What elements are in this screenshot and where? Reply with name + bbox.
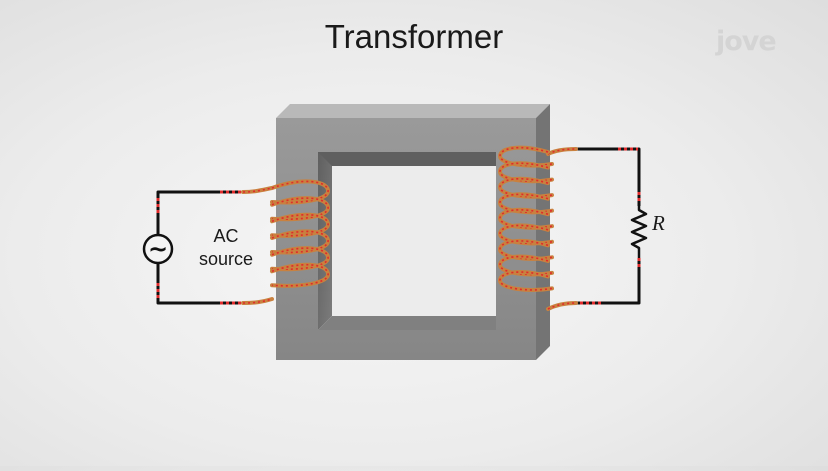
- core-side-face: [536, 104, 550, 360]
- resistor: [630, 206, 648, 258]
- ac-source-label-line1: AC: [213, 226, 239, 246]
- primary-lead-bottom-dash: [242, 298, 273, 304]
- primary-coil-turn-dash: [271, 263, 329, 287]
- primary-coil-turn-dash: [271, 213, 329, 237]
- primary-coil-turn-dash: [271, 197, 329, 220]
- secondary-lead-bottom-dash: [547, 302, 577, 310]
- secondary-lead-top-dash: [547, 148, 577, 155]
- secondary-coil-turn-dash: [499, 271, 553, 291]
- ac-source-label: AC source: [186, 225, 266, 271]
- core-front-face: [276, 118, 536, 360]
- secondary-circuit-wires: [575, 147, 641, 305]
- ac-source-circle: [142, 233, 174, 265]
- secondary-wire-dashes: [580, 147, 641, 305]
- jove-logo: jove: [716, 26, 777, 57]
- primary-lead-top-dash: [242, 187, 273, 193]
- ac-source-symbol: ~: [148, 235, 168, 263]
- resistor-zigzag: [630, 206, 648, 258]
- secondary-lead-top: [546, 147, 578, 156]
- primary-coil-turn-dash: [271, 247, 329, 270]
- core-window-bottom: [318, 316, 496, 330]
- secondary-lead-bottom: [546, 301, 578, 311]
- secondary-coil: [497, 145, 578, 311]
- resistor-label: R: [652, 211, 665, 235]
- primary-wire-dashes: [156, 190, 242, 305]
- core-top-face: [276, 104, 550, 118]
- core-window-back: [332, 166, 496, 330]
- primary-coil: [241, 179, 330, 305]
- primary-coil-turn-dash: [271, 230, 329, 254]
- primary-coil-turn-dash: [271, 180, 329, 204]
- ac-source-label-line2: source: [198, 249, 254, 269]
- core-window-inner-left: [318, 152, 496, 166]
- ac-source: ~: [142, 233, 174, 265]
- page-title: Transformer: [324, 18, 504, 55]
